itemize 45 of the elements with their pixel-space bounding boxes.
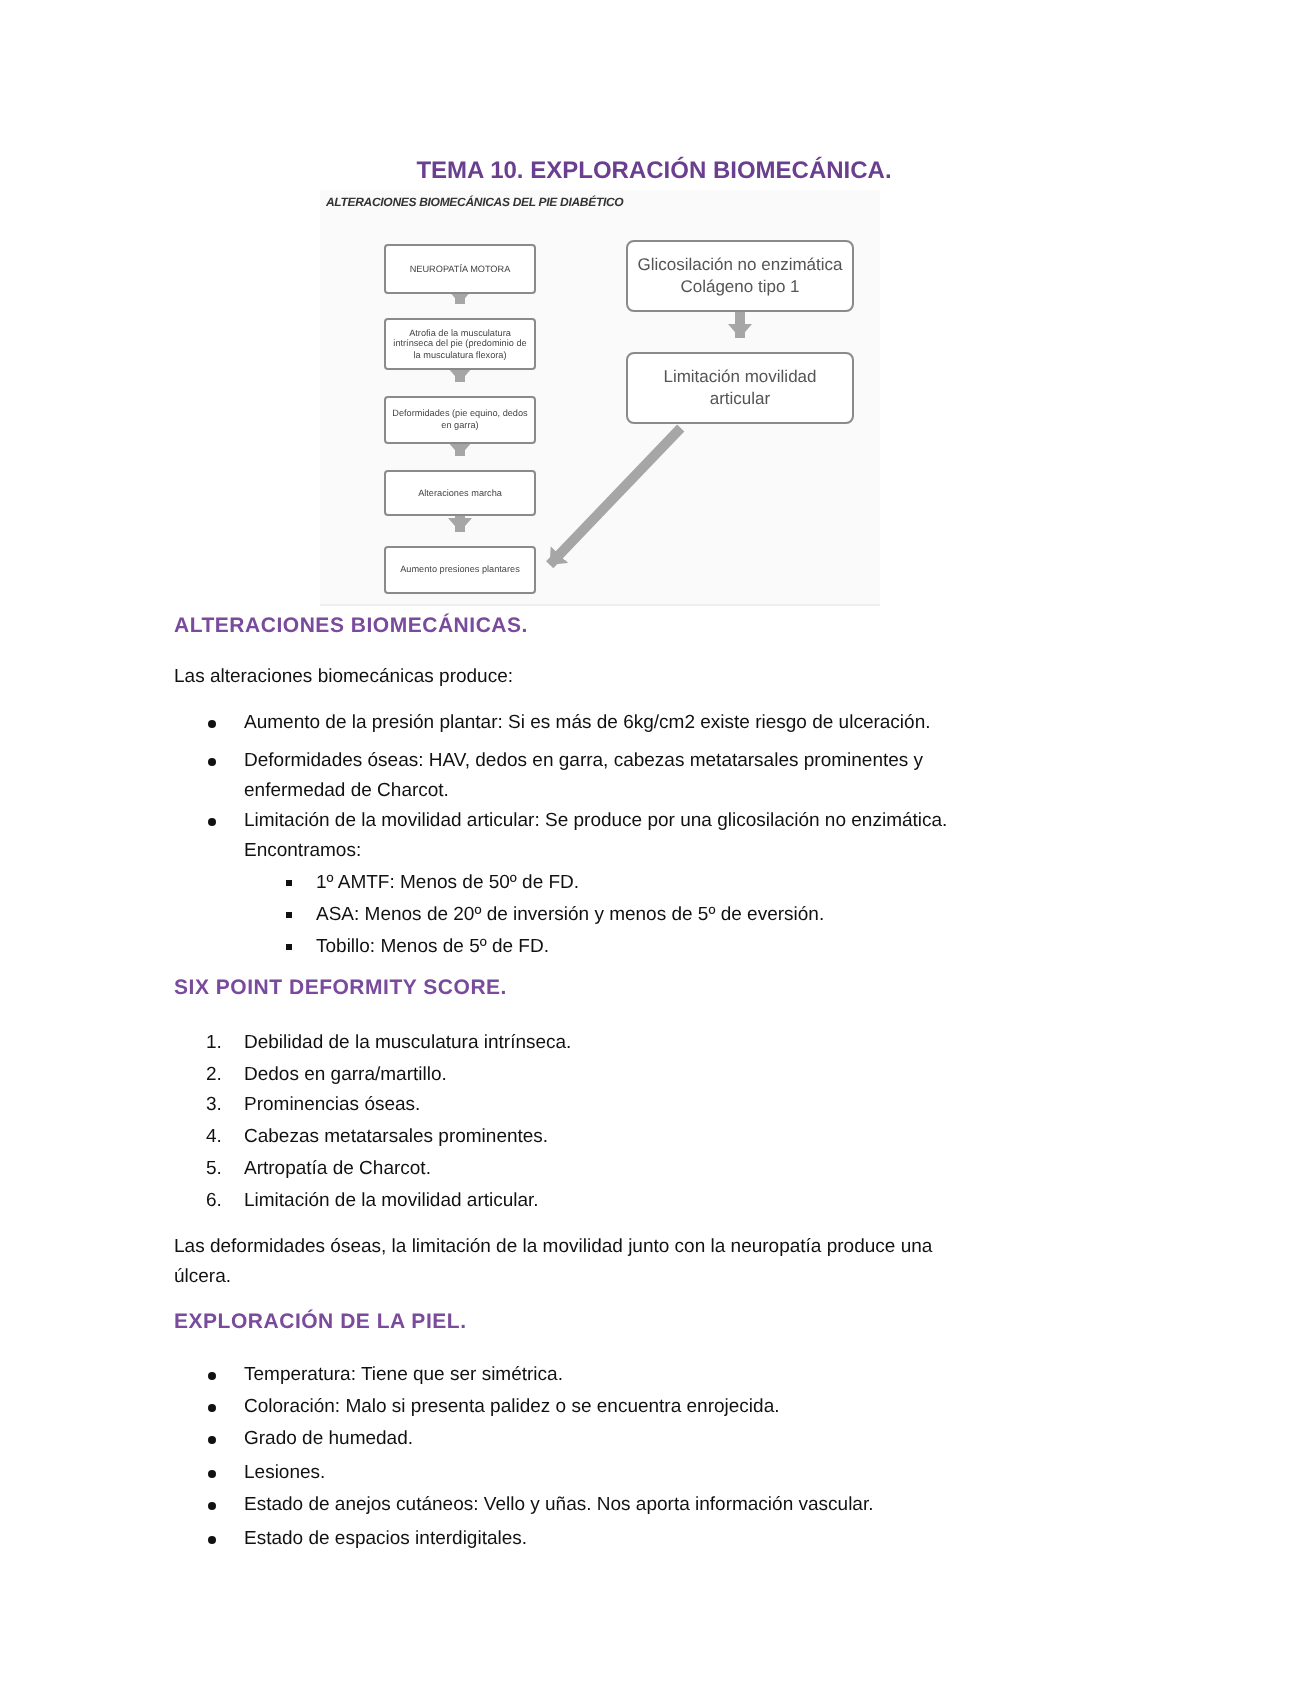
list-number: 2.: [206, 1062, 224, 1090]
arrow: [448, 516, 472, 532]
list-item: ASA: Menos de 20º de inversión y menos de 5º de eversión.: [316, 902, 827, 930]
list-item: Estado de anejos cutáneos: Vello y uñas. Nos aporta información vascular.: [244, 1492, 876, 1520]
paragraph: Las alteraciones biomecánicas produce:: [174, 664, 516, 692]
process-box: [626, 240, 854, 312]
process-box: [384, 470, 536, 516]
page-title: TEMA 10. EXPLORACIÓN BIOMECÁNICA.: [414, 154, 894, 188]
list-item: Aumento de la presión plantar: Si es más de 6kg/cm2 existe riesgo de ulceración.: [244, 710, 933, 738]
paragraph: Cabezas metatarsales prominentes.: [244, 1124, 551, 1152]
section-heading: SIX POINT DEFORMITY SCORE.: [174, 974, 509, 1004]
arrow: [448, 368, 472, 382]
process-box: [626, 352, 854, 424]
list-item: Estado de espacios interdigitales.: [244, 1526, 530, 1554]
list-number: 5.: [206, 1156, 224, 1184]
section-heading: ALTERACIONES BIOMECÁNICAS.: [174, 612, 530, 642]
list-item: Deformidades óseas: HAV, dedos en garra, cabezas metatarsales prominentes y enfermedad de Charcot.: [244, 748, 926, 806]
box-text: Glicosilación no enzimática Colágeno tipo 1: [636, 254, 844, 298]
arrow: [448, 442, 472, 456]
process-box: [384, 546, 536, 594]
paragraph: Artropatía de Charcot.: [244, 1156, 433, 1184]
list-number: 4.: [206, 1124, 224, 1152]
list-item: Coloración: Malo si presenta palidez o se encuentra enrojecida.: [244, 1394, 782, 1422]
section-heading: EXPLORACIÓN DE LA PIEL.: [174, 1308, 469, 1338]
process-box: [384, 318, 536, 370]
list-number: 3.: [206, 1092, 224, 1120]
list-number: 1.: [206, 1030, 224, 1058]
list-number: 6.: [206, 1188, 224, 1216]
process-box: [384, 396, 536, 444]
paragraph: Limitación de la movilidad articular.: [244, 1188, 541, 1216]
process-box: [384, 244, 536, 294]
list-item: Grado de humedad.: [244, 1426, 416, 1454]
arrow: [728, 312, 752, 338]
paragraph: Debilidad de la musculatura intrínseca.: [244, 1030, 574, 1058]
list-item: Temperatura: Tiene que ser simétrica.: [244, 1362, 565, 1390]
list-item: 1º AMTF: Menos de 50º de FD.: [316, 870, 582, 898]
list-item: Limitación de la movilidad articular: Se produce por una glicosilación no enzimática. Encontramos:: [244, 808, 950, 866]
paragraph: Prominencias óseas.: [244, 1092, 423, 1120]
list-item: Tobillo: Menos de 5º de FD.: [316, 934, 551, 962]
arrow: [546, 424, 685, 569]
box-text: Limitación movilidad articular: [661, 366, 819, 410]
arrow: [448, 290, 472, 304]
paragraph: Dedos en garra/martillo.: [244, 1062, 449, 1090]
list-item: Lesiones.: [244, 1460, 328, 1488]
paragraph: Las deformidades óseas, la limitación de la movilidad junto con la neuropatía produce una úlcera.: [174, 1234, 935, 1292]
